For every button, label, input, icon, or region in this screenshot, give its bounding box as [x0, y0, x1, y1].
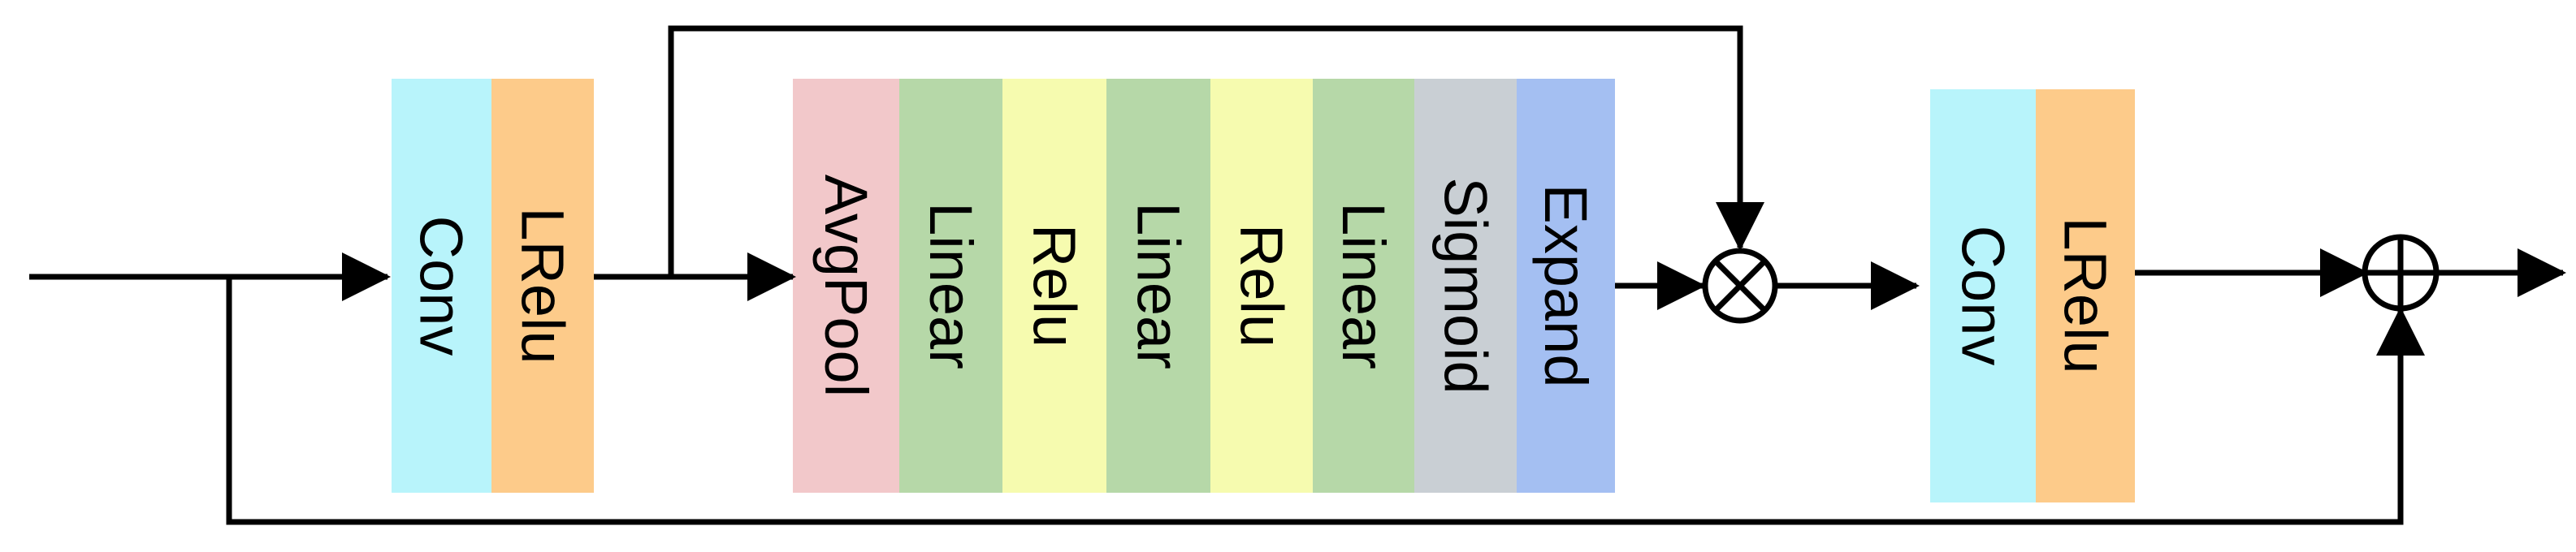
- conv-box-2: [1930, 89, 2036, 502]
- expand-8-label: Expand: [1532, 184, 1600, 388]
- add-operator: [2362, 234, 2440, 312]
- sigmoid-7-box: [1414, 79, 1517, 493]
- linear-4-label: Linear: [1125, 202, 1193, 369]
- conv-label-2: Conv: [1950, 226, 2017, 366]
- conv-lrelu-block-2: Conv LRelu: [1930, 89, 2135, 502]
- avgpool-1-label: AvgPool: [812, 175, 880, 397]
- multiply-operator: [1702, 248, 1778, 324]
- lrelu-label-1: LRelu: [509, 207, 577, 364]
- conv-lrelu-block-1: Conv LRelu: [392, 79, 594, 493]
- conv-label-1: Conv: [408, 216, 475, 356]
- relu-3-label: Relu: [1021, 224, 1089, 347]
- attention-block: AvgPool Linear Relu Linear Relu Linear Sigmoid…: [793, 79, 1615, 493]
- linear-6-box: [1313, 79, 1414, 493]
- multiply-cross-b: [1713, 259, 1767, 313]
- lrelu-box-2: [2036, 89, 2135, 502]
- lrelu-label-2: LRelu: [2052, 217, 2119, 373]
- connections: [29, 25, 2566, 525]
- relu-3-box: [1002, 79, 1106, 493]
- linear-6-label: Linear: [1330, 202, 1397, 369]
- linear-2-box: [899, 79, 1002, 493]
- sigmoid-7-label: Sigmoid: [1432, 177, 1500, 394]
- residual-to-add-arrow: [226, 277, 2425, 525]
- linear-2-label: Linear: [917, 202, 985, 369]
- relu-5-box: [1210, 79, 1313, 493]
- expand-8-box: [1517, 79, 1615, 493]
- linear-4-box: [1106, 79, 1210, 493]
- relu-5-label: Relu: [1228, 224, 1296, 347]
- conv-box-1: [392, 79, 491, 493]
- lrelu-box-1: [491, 79, 594, 493]
- avgpool-1-box: [793, 79, 899, 493]
- skip-to-multiply-arrow: [668, 25, 1764, 277]
